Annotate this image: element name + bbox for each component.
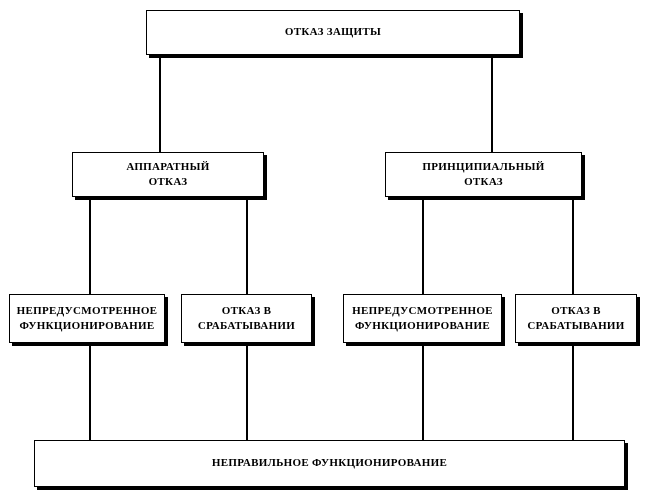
node-incorrect-operation: НЕПРАВИЛЬНОЕ ФУНКЦИОНИРОВАНИЕ [34, 440, 625, 487]
node-protection-failure: ОТКАЗ ЗАЩИТЫ [146, 10, 520, 55]
node-hardware-failure: АППАРАТНЫЙ ОТКАЗ [72, 152, 264, 197]
node-principal-failure: ПРИНЦИПИАЛЬНЫЙ ОТКАЗ [385, 152, 582, 197]
node-principal-failure-to-operate: ОТКАЗ В СРАБАТЫВАНИИ [515, 294, 637, 343]
node-hardware-unintended-operation: НЕПРЕДУСМОТРЕННОЕ ФУНКЦИОНИРОВАНИЕ [9, 294, 165, 343]
node-hardware-failure-to-operate: ОТКАЗ В СРАБАТЫВАНИИ [181, 294, 312, 343]
node-principal-unintended-operation: НЕПРЕДУСМОТРЕННОЕ ФУНКЦИОНИРОВАНИЕ [343, 294, 502, 343]
